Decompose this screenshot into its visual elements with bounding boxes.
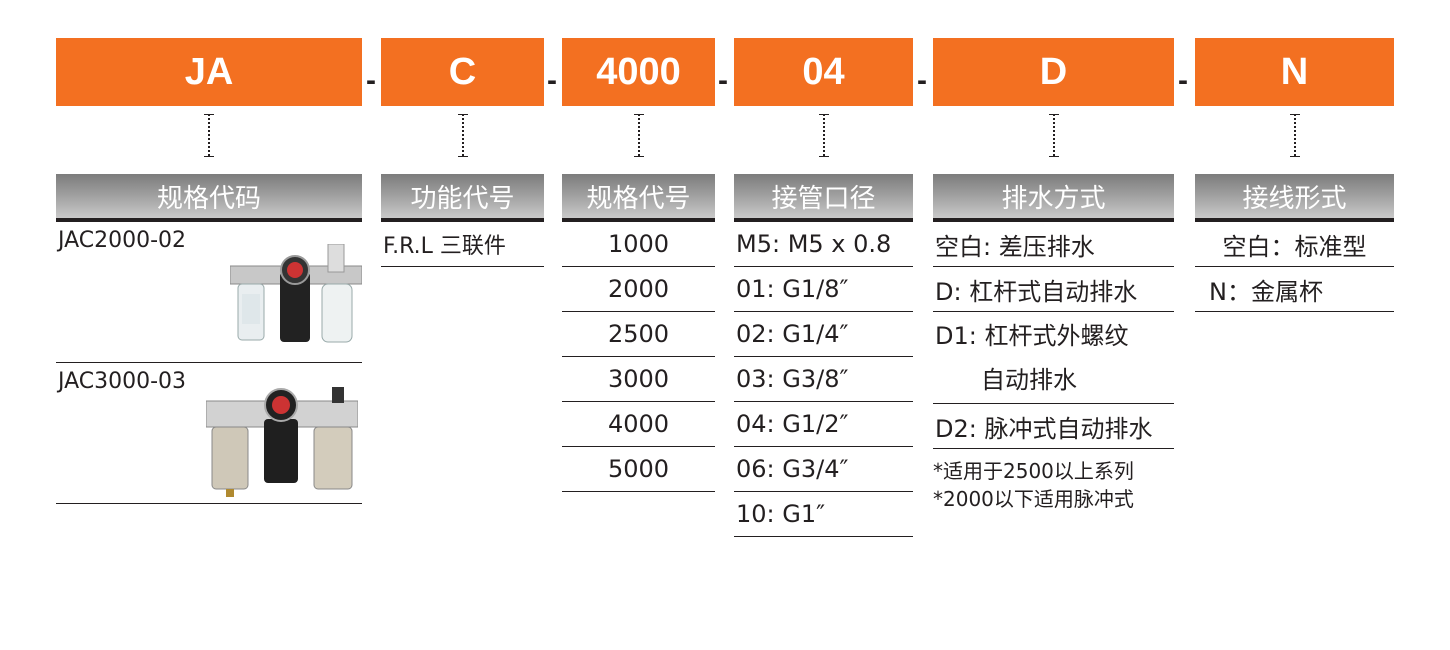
connector <box>933 114 1174 164</box>
list-item: 5000 <box>562 447 715 492</box>
header-port: 接管口径 <box>734 174 913 222</box>
column-drain: D 排水方式 空白: 差压排水 D: 杠杆式自动排水 D1: 杠杆式外螺纹 自动… <box>933 38 1174 513</box>
list-item: 06: G3/4″ <box>734 447 913 492</box>
product-row-jac3000: JAC3000-03 <box>56 363 362 504</box>
column-function: C 功能代号 F.R.L 三联件 <box>381 38 544 267</box>
list-item-line: D1: 杠杆式外螺纹 <box>935 321 1129 350</box>
list-item: N：金属杯 <box>1195 267 1394 312</box>
list-item: 2500 <box>562 312 715 357</box>
separator-dash: - <box>1178 64 1188 97</box>
note-line: *2000以下适用脉冲式 <box>933 487 1134 511</box>
connector <box>562 114 715 164</box>
list-item: D: 杠杆式自动排水 <box>933 267 1174 312</box>
header-drain: 排水方式 <box>933 174 1174 222</box>
product-label: JAC2000-02 <box>58 228 187 253</box>
connector <box>1195 114 1394 164</box>
code-box-port: 04 <box>734 38 913 106</box>
list-item: 03: G3/8″ <box>734 357 913 402</box>
header-connection: 接线形式 <box>1195 174 1394 222</box>
connector <box>56 114 362 164</box>
code-box-model: JA <box>56 38 362 106</box>
list-item: 1000 <box>562 222 715 267</box>
list-item: M5: M5 x 0.8 <box>734 222 913 267</box>
list-item: 4000 <box>562 402 715 447</box>
list-item: 04: G1/2″ <box>734 402 913 447</box>
connector <box>381 114 544 164</box>
code-box-drain: D <box>933 38 1174 106</box>
product-row-jac2000: JAC2000-02 <box>56 222 362 363</box>
list-item: F.R.L 三联件 <box>381 222 544 267</box>
separator-dash: - <box>366 64 376 97</box>
list-item: 空白: 差压排水 <box>933 222 1174 267</box>
list-item: 10: G1″ <box>734 492 913 537</box>
separator-dash: - <box>718 64 728 97</box>
header-size: 规格代号 <box>562 174 715 222</box>
frl-unit-image <box>230 244 362 343</box>
connector <box>734 114 913 164</box>
separator-dash: - <box>917 64 927 97</box>
header-function: 功能代号 <box>381 174 544 222</box>
list-item: 01: G1/8″ <box>734 267 913 312</box>
list-item: D2: 脉冲式自动排水 <box>933 404 1174 449</box>
code-box-function: C <box>381 38 544 106</box>
column-size: 4000 规格代号 1000 2000 2500 3000 4000 5000 <box>562 38 715 492</box>
note-line: *适用于2500以上系列 <box>933 459 1134 483</box>
list-item: 2000 <box>562 267 715 312</box>
column-port: 04 接管口径 M5: M5 x 0.8 01: G1/8″ 02: G1/4″… <box>734 38 913 537</box>
separator-dash: - <box>547 64 557 97</box>
header-model-code: 规格代码 <box>56 174 362 222</box>
frl-unit-image <box>206 387 358 497</box>
list-item: D1: 杠杆式外螺纹 自动排水 <box>933 312 1174 404</box>
drain-notes: *适用于2500以上系列 *2000以下适用脉冲式 <box>933 449 1174 513</box>
list-item: 02: G1/4″ <box>734 312 913 357</box>
product-label: JAC3000-03 <box>58 369 187 394</box>
column-model-code: JA 规格代码 JAC2000-02 JAC3000-03 <box>56 38 362 504</box>
column-connection: N 接线形式 空白：标准型 N：金属杯 <box>1195 38 1394 312</box>
list-item: 空白：标准型 <box>1195 222 1394 267</box>
list-item-line: 自动排水 <box>981 365 1077 394</box>
code-box-size: 4000 <box>562 38 715 106</box>
list-item: 3000 <box>562 357 715 402</box>
code-box-connection: N <box>1195 38 1394 106</box>
